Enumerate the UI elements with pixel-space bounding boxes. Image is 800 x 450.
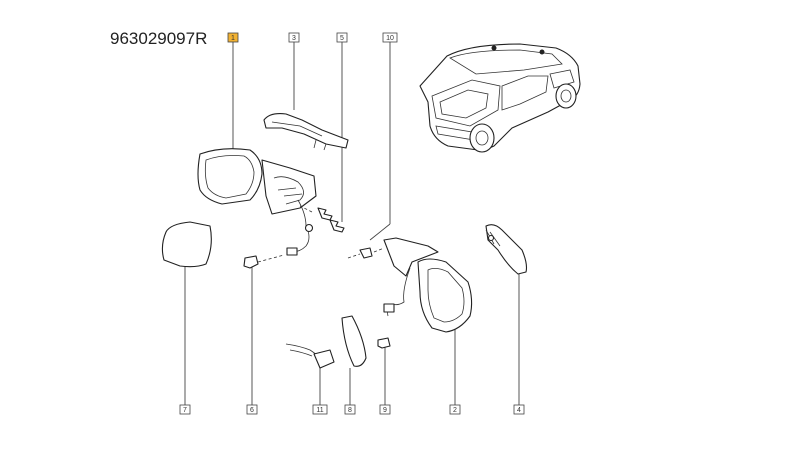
clip-part-10 — [347, 247, 385, 259]
callout-label-6: 6 — [250, 407, 254, 414]
callout-6: 6 — [246, 404, 258, 415]
callout-7: 7 — [179, 404, 191, 415]
callout-label-3: 3 — [292, 35, 296, 42]
callout-label-9: 9 — [383, 407, 387, 414]
callout-9: 9 — [379, 404, 391, 415]
mirror-glass-part-7 — [161, 221, 212, 268]
callout-4: 4 — [513, 404, 525, 415]
callout-label-10: 10 — [386, 35, 394, 42]
callout-label-2: 2 — [453, 407, 457, 414]
callout-label-1: 1 — [231, 35, 235, 42]
callout-11: 11 — [312, 404, 328, 415]
clip-part-9 — [377, 337, 391, 349]
callout-3: 3 — [288, 32, 300, 43]
callout-label-4: 4 — [517, 407, 521, 414]
harness-part-11 — [285, 343, 335, 369]
mirror-housing-part-2 — [383, 237, 473, 333]
clip-part-6 — [243, 254, 285, 269]
glass-part-8 — [341, 315, 367, 367]
mirror-assembly-part-1 — [197, 148, 317, 256]
callout-2: 2 — [449, 404, 461, 415]
cover-part-3 — [263, 113, 349, 151]
callout-10: 10 — [382, 32, 398, 43]
callout-5: 5 — [336, 32, 348, 43]
leader-lines — [184, 41, 520, 406]
callout-1: 1 — [227, 32, 239, 43]
car-illustration — [419, 43, 581, 153]
cap-part-4 — [485, 224, 528, 275]
callout-8: 8 — [344, 404, 356, 415]
screw-part-5 — [299, 205, 345, 233]
part-number-title: 963029097R — [110, 29, 208, 48]
callout-label-11: 11 — [316, 407, 323, 414]
callout-label-8: 8 — [348, 407, 352, 414]
callout-label-5: 5 — [340, 35, 344, 42]
callout-label-7: 7 — [183, 407, 187, 414]
